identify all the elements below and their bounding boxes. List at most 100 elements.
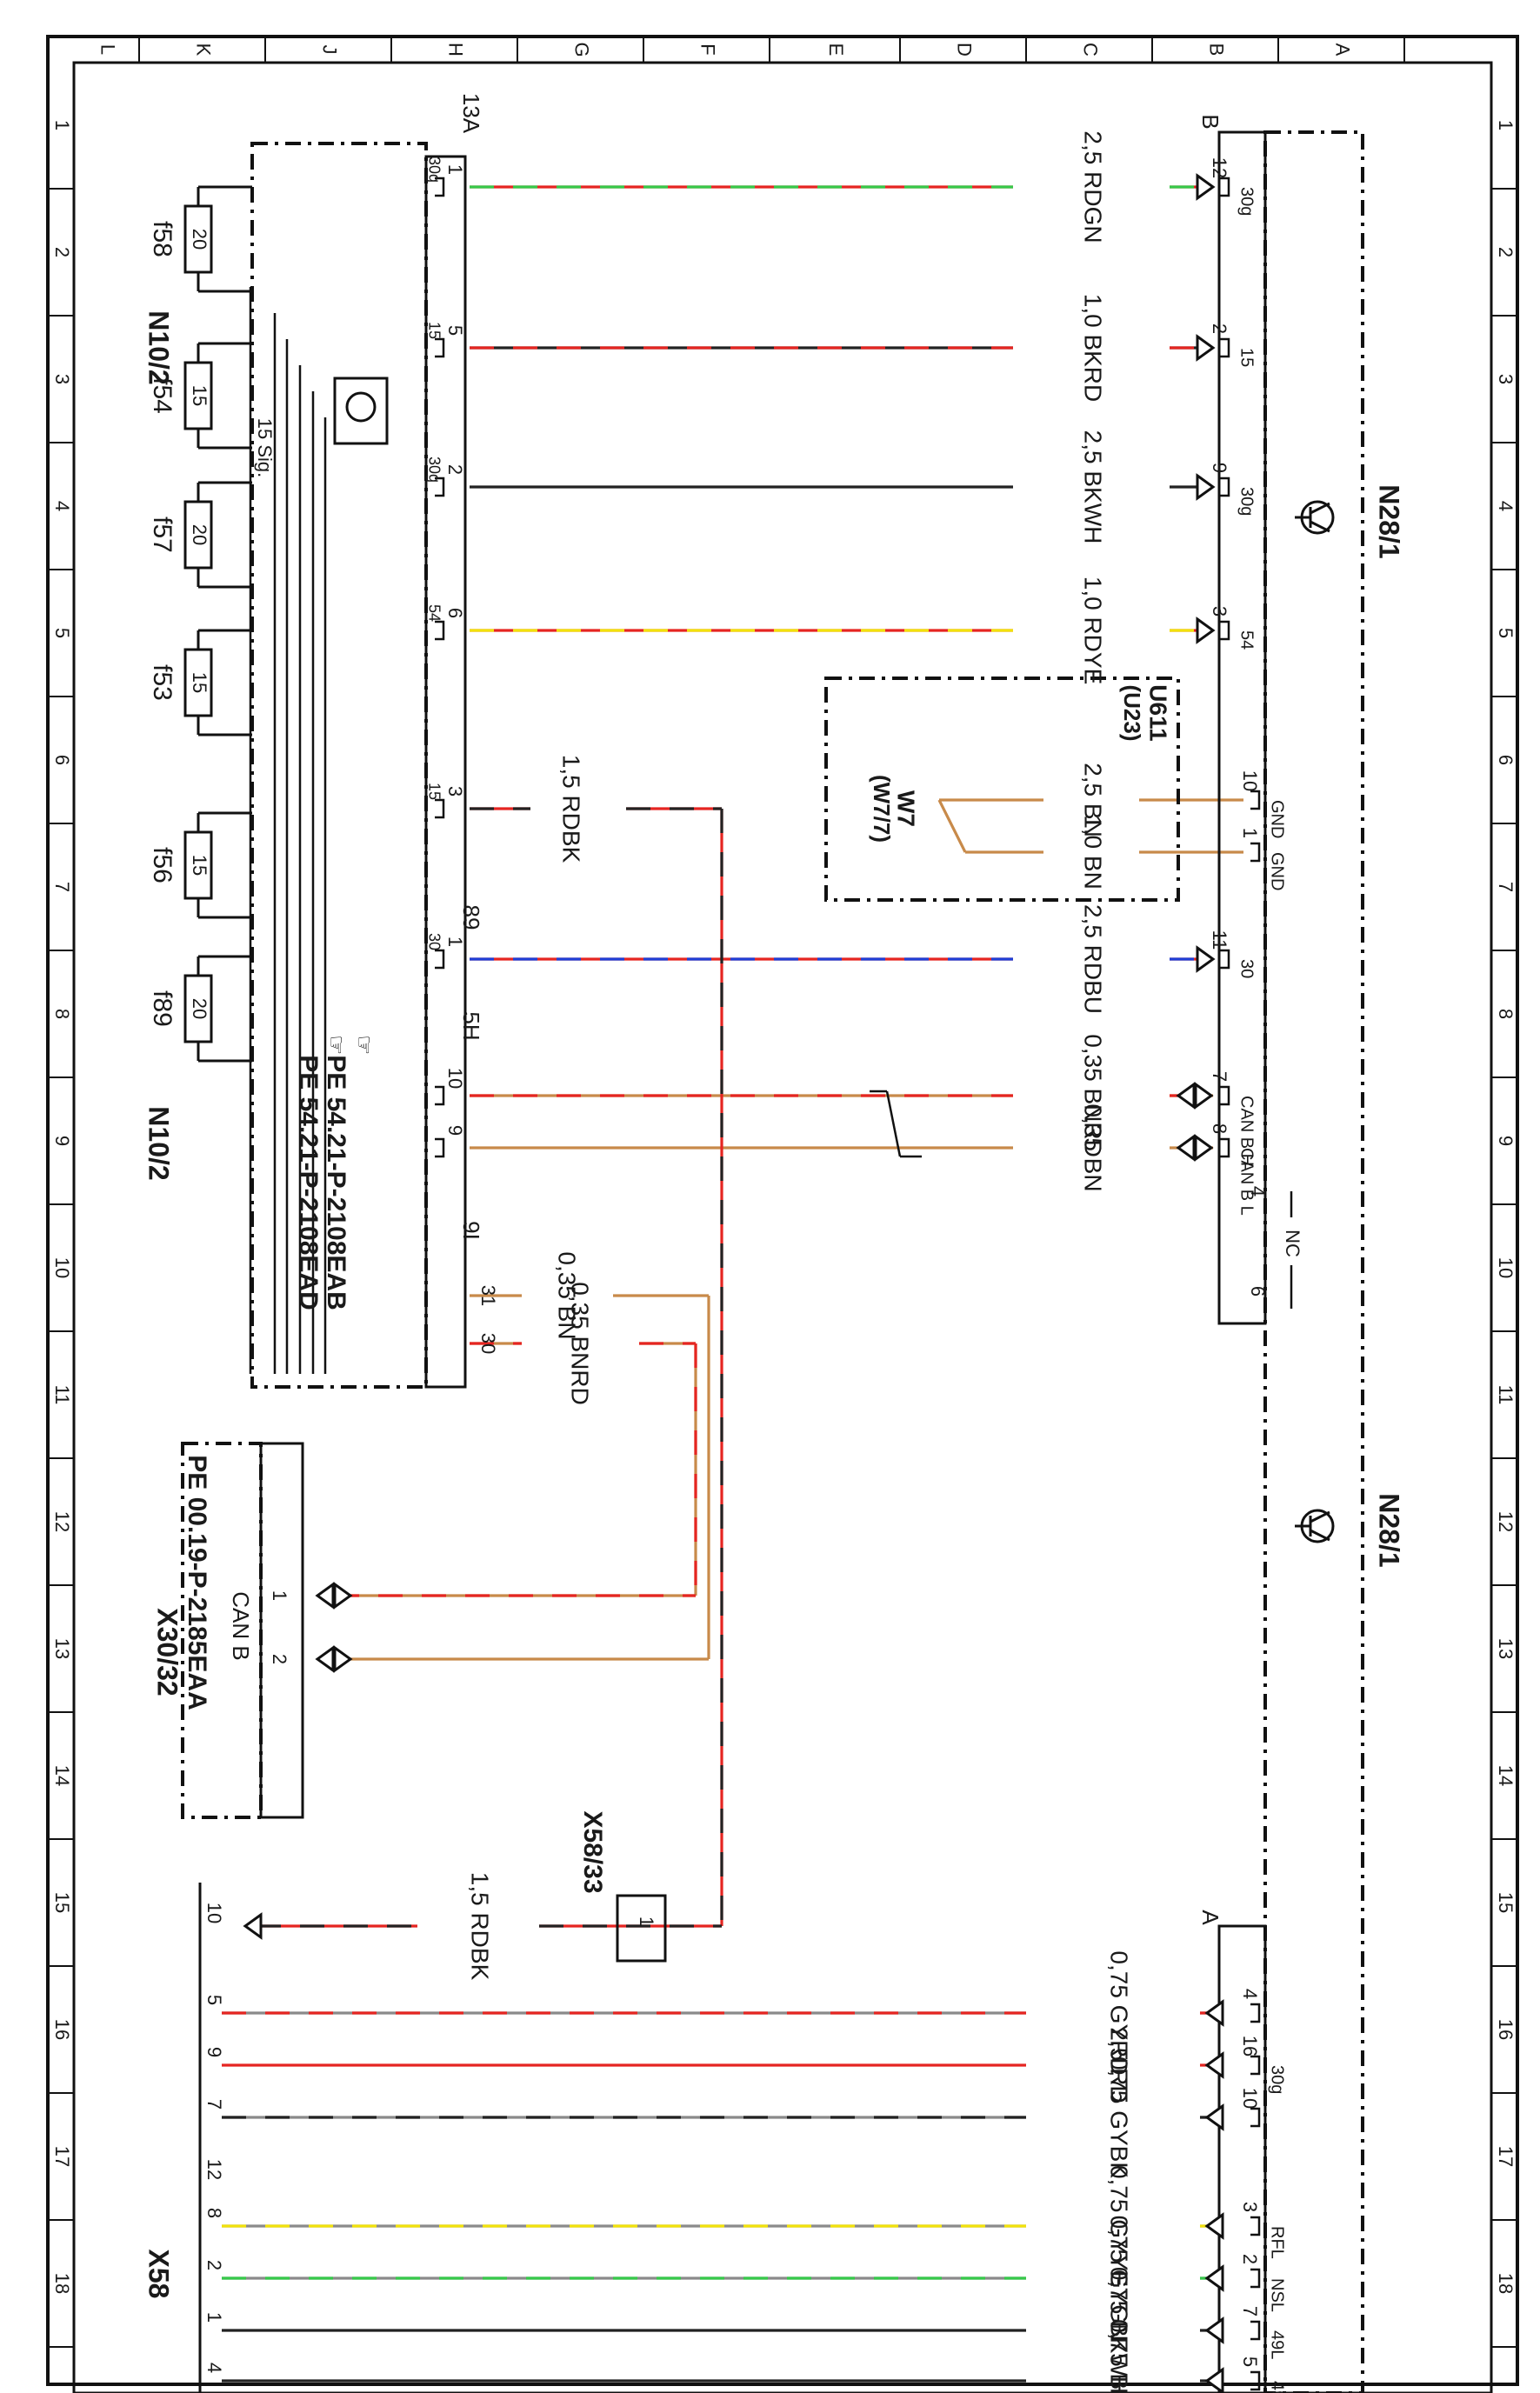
x58-pin: 7 — [203, 2099, 225, 2110]
right-pin-number: 7 — [1239, 2306, 1261, 2316]
right-pin-number: 3 — [1209, 606, 1230, 617]
wire-bkrd-arrow — [1196, 334, 1216, 362]
left-pin-contact — [435, 620, 445, 641]
left-pin-number: 5 — [444, 325, 466, 336]
nc-label: NC — [1282, 1230, 1303, 1257]
row-ref-right: 11 — [1495, 1385, 1517, 1405]
wire-rdgn-arrow — [1196, 173, 1216, 201]
nc-pin: 4 — [1247, 1186, 1269, 1196]
row-ref-left: 7 — [51, 882, 73, 892]
column-ref: J — [319, 45, 341, 55]
n10-2-label-lower: N10/2 — [143, 1106, 175, 1180]
twist-mark — [885, 1090, 902, 1157]
wire-can31-label: 0,35 BN — [554, 1251, 581, 1339]
fuse-f56 — [183, 830, 213, 900]
n10-2-connector — [424, 155, 467, 1389]
bottom-arrow — [1204, 2212, 1224, 2240]
right-pin-contact — [1250, 2320, 1261, 2341]
drawing-frame — [46, 35, 1519, 2393]
right-terminal-label: 30 — [1237, 959, 1257, 978]
row-ref-left: 5 — [51, 628, 73, 638]
left-terminal-label: 15 — [425, 322, 443, 339]
row-ref-left: 17 — [51, 2146, 73, 2167]
right-pin-contact — [1220, 620, 1230, 641]
row-ref-right: 1 — [1495, 120, 1517, 130]
fuse-rating: 20 — [189, 229, 210, 250]
row-ref-left: 8 — [51, 1009, 73, 1019]
wire-can30-label: 0,35 BNRD — [567, 1282, 594, 1405]
column-ref: L — [97, 44, 119, 55]
wire-can-h-label: 0,35 BNRD — [1080, 1034, 1107, 1157]
right-pin-contact — [1250, 790, 1261, 810]
right-terminal-label: 49L — [1268, 2330, 1287, 2359]
x30-32-bus: CAN B — [228, 1591, 254, 1660]
bottom-wire-label: 0,75 GYYE — [1106, 2165, 1133, 2287]
modules — [181, 130, 1364, 2393]
n28-1-label-lower: N28/1 — [1374, 1493, 1405, 1567]
bottom-arrow — [1204, 2051, 1224, 2079]
note-hand-icon: ☞ — [323, 1035, 350, 1055]
right-pin-contact — [1220, 1137, 1230, 1158]
column-ref: G — [571, 42, 593, 57]
left-pin-contact — [435, 1137, 445, 1158]
bottom-wire-label: 2,5 RD — [1106, 2027, 1133, 2103]
wire-rdbu-label: 2,5 RDBU — [1080, 904, 1107, 1014]
row-ref-left: 18 — [51, 2273, 73, 2294]
x58-33-connector — [616, 1894, 667, 1963]
wire-can-l-arrow-b — [1194, 1134, 1214, 1162]
fuse-name: f57 — [148, 517, 177, 553]
left-pin-contact — [435, 337, 445, 358]
bottom-arrow — [1204, 1999, 1224, 2027]
right-pin-number: 16 — [1239, 2036, 1261, 2056]
column-ref: H — [445, 43, 467, 57]
right-pin-contact — [1250, 2003, 1261, 2023]
relay-transistor — [345, 391, 377, 423]
right-pin-number: 8 — [1209, 1123, 1230, 1134]
wire-rdye-arrow — [1196, 617, 1216, 644]
right-pin-contact — [1250, 2216, 1261, 2236]
right-terminal-label: NSL — [1268, 2278, 1287, 2312]
row-ref-right: 3 — [1495, 374, 1517, 384]
wire-rdbk-label: 1,5 RDBK — [558, 755, 585, 863]
x30-32-housing — [259, 1442, 304, 1819]
fuse-f58 — [183, 204, 213, 274]
transistor-symbol-e — [1310, 520, 1330, 533]
right-pin-number: 5 — [1239, 2356, 1261, 2367]
right-pin-contact — [1220, 477, 1230, 497]
row-ref-left: 1 — [51, 120, 73, 130]
nc-pin: 6 — [1247, 1286, 1269, 1296]
row-ref-left: 10 — [51, 1257, 73, 1278]
left-pin-number: 1 — [444, 164, 466, 175]
bottom-wire-label: 0,75 GYGN — [1106, 2216, 1133, 2342]
row-ref-left: 14 — [51, 1765, 73, 1786]
connector-13a-label: 13A — [458, 93, 484, 134]
row-ref-right: 6 — [1495, 755, 1517, 765]
right-pin-number: 11 — [1209, 930, 1230, 950]
wire-can-h-arrow-b — [1194, 1082, 1214, 1110]
x30-arrow-2-b — [333, 1645, 353, 1673]
column-ref: D — [954, 43, 976, 57]
right-terminal-label: RFL — [1268, 2226, 1287, 2259]
row-ref-right: 9 — [1495, 1136, 1517, 1146]
row-ref-right: 10 — [1495, 1257, 1517, 1278]
wire-can-l-arrow-a — [1176, 1134, 1196, 1162]
fuse-f89 — [183, 974, 213, 1043]
left-pin-contact — [435, 177, 445, 197]
x58-33-pin: 1 — [636, 1916, 657, 1927]
fuse-f53 — [183, 648, 213, 717]
left-pin-contact — [435, 477, 445, 497]
row-ref-right: 4 — [1495, 501, 1517, 511]
row-ref-right: 12 — [1495, 1511, 1517, 1532]
connector-89-label: 89 — [458, 905, 484, 930]
row-ref-left: 3 — [51, 374, 73, 384]
right-pin-contact — [1220, 337, 1230, 358]
row-ref-right: 8 — [1495, 1009, 1517, 1019]
row-ref-right: 2 — [1495, 247, 1517, 257]
left-pin-number: 1 — [444, 937, 466, 947]
row-ref-right: 14 — [1495, 1765, 1517, 1786]
left-pin-number: 9 — [444, 1125, 466, 1136]
fuse-name: f56 — [148, 847, 177, 883]
u611-label: U611 — [1145, 684, 1172, 741]
fuse-rating: 20 — [189, 998, 210, 1019]
